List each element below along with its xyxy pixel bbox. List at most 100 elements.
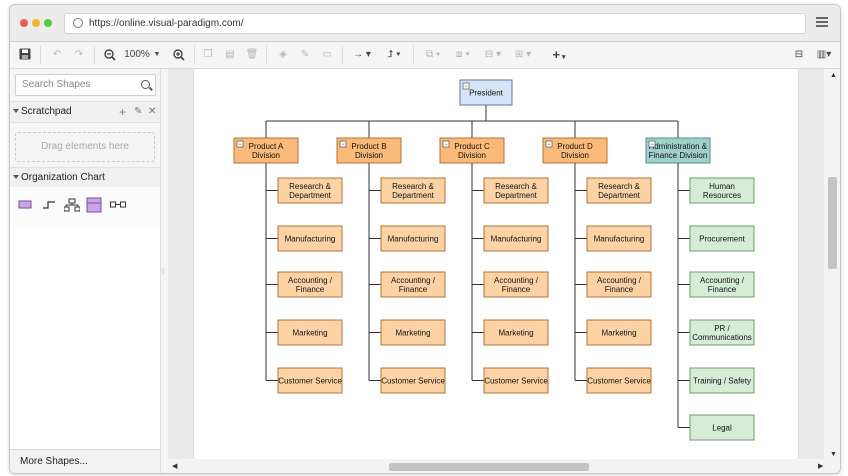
- shape-sidebar: Search Shapes Scratchpad + ✎ ✕ Drag elem…: [10, 69, 161, 473]
- hamburger-menu-icon[interactable]: [816, 17, 828, 27]
- org-horizontal-link-icon[interactable]: [110, 199, 126, 211]
- org-unit-shape-icon[interactable]: [18, 199, 32, 211]
- redo-icon[interactable]: ↷: [74, 49, 84, 60]
- department-box-label: Marketing: [601, 329, 636, 338]
- department-box[interactable]: Accounting /Finance: [689, 271, 755, 298]
- department-box-label: Resources: [703, 191, 741, 200]
- department-box[interactable]: Research &Department: [483, 177, 549, 204]
- president-box[interactable]: President−: [459, 79, 513, 106]
- department-box[interactable]: Accounting /Finance: [380, 271, 446, 298]
- department-box[interactable]: Manufacturing: [483, 225, 549, 252]
- scroll-up-arrow-icon[interactable]: ▲: [830, 72, 837, 79]
- distribute-icon[interactable]: ⊟ ▾: [484, 49, 502, 60]
- department-box[interactable]: Accounting /Finance: [483, 271, 549, 298]
- close-window-button[interactable]: [20, 19, 28, 27]
- scroll-down-arrow-icon[interactable]: ▼: [830, 451, 837, 458]
- department-box[interactable]: Research &Department: [380, 177, 446, 204]
- arrange-icon[interactable]: ⧈ ▾: [455, 49, 471, 60]
- department-box[interactable]: Training / Safety: [689, 367, 755, 394]
- edit-pencil-icon[interactable]: ✎: [134, 106, 143, 117]
- department-box[interactable]: PR /Communications: [689, 319, 755, 346]
- department-box[interactable]: Customer Service: [483, 367, 549, 394]
- org-department-shape-icon[interactable]: [86, 197, 102, 213]
- org-tree-shape-icon[interactable]: [64, 198, 80, 212]
- copy-icon[interactable]: ❐: [203, 49, 213, 60]
- department-box-label: Manufacturing: [491, 235, 542, 244]
- vertical-scrollbar-thumb[interactable]: [828, 177, 837, 269]
- department-box[interactable]: Manufacturing: [277, 225, 343, 252]
- department-box[interactable]: Procurement: [689, 225, 755, 252]
- department-box[interactable]: Research &Department: [586, 177, 652, 204]
- department-box[interactable]: Customer Service: [277, 367, 343, 394]
- department-box-label: Research &: [598, 182, 640, 191]
- division-box[interactable]: Administration &Finance Division−: [645, 137, 711, 164]
- shadow-icon[interactable]: ▭: [322, 49, 332, 60]
- address-bar[interactable]: https://online.visual-paradigm.com/: [64, 13, 806, 34]
- collapse-toggle-glyph: −: [464, 84, 468, 90]
- undo-icon[interactable]: ↶: [52, 49, 62, 60]
- fill-color-icon[interactable]: ◈: [279, 49, 287, 60]
- group-icon[interactable]: ⊞ ▾: [514, 49, 532, 60]
- paste-icon[interactable]: ▤: [225, 49, 235, 60]
- department-box[interactable]: Marketing: [483, 319, 549, 346]
- department-box[interactable]: Research &Department: [277, 177, 343, 204]
- collapse-toggle-icon[interactable]: [462, 82, 470, 90]
- zoom-level[interactable]: 100%: [124, 49, 150, 60]
- department-box[interactable]: Marketing: [380, 319, 446, 346]
- save-icon[interactable]: [19, 48, 31, 60]
- collapse-toggle-glyph: −: [238, 142, 242, 148]
- scroll-right-arrow-icon[interactable]: ▶: [818, 463, 824, 470]
- collapse-toggle-icon[interactable]: [339, 140, 347, 148]
- department-box[interactable]: Customer Service: [586, 367, 652, 394]
- department-box[interactable]: Manufacturing: [380, 225, 446, 252]
- delete-icon[interactable]: 🗑: [245, 49, 259, 60]
- sidebar-resize-handle[interactable]: ⁞: [162, 267, 165, 276]
- zoom-out-icon[interactable]: [104, 49, 116, 61]
- line-color-icon[interactable]: ✎: [300, 49, 310, 60]
- department-box[interactable]: Marketing: [277, 319, 343, 346]
- organization-chart-header[interactable]: Organization Chart: [10, 167, 160, 189]
- scratchpad-header[interactable]: Scratchpad + ✎ ✕: [10, 101, 160, 123]
- department-box[interactable]: Legal: [689, 414, 755, 441]
- maximize-window-button[interactable]: [44, 19, 52, 27]
- department-box[interactable]: Accounting /Finance: [586, 271, 652, 298]
- horizontal-scrollbar-thumb[interactable]: [389, 463, 589, 471]
- minimize-window-button[interactable]: [32, 19, 40, 27]
- organization-chart-title: Organization Chart: [21, 172, 105, 183]
- org-connector-shape-icon[interactable]: [42, 199, 56, 211]
- department-box[interactable]: Manufacturing: [586, 225, 652, 252]
- department-box[interactable]: Customer Service: [380, 367, 446, 394]
- search-icon[interactable]: [141, 80, 150, 89]
- close-icon[interactable]: ✕: [148, 106, 157, 117]
- connector-style-icon[interactable]: → ▾: [353, 49, 371, 60]
- layout-panel-icon[interactable]: ▥▾: [816, 49, 832, 60]
- department-box[interactable]: Accounting /Finance: [277, 271, 343, 298]
- collapse-toggle-icon[interactable]: [236, 140, 244, 148]
- department-box-label: Finance: [502, 285, 531, 294]
- zoom-in-icon[interactable]: [173, 49, 185, 61]
- scratchpad-drop-area[interactable]: Drag elements here: [15, 132, 155, 162]
- scratchpad-title: Scratchpad: [21, 106, 72, 117]
- more-shapes-button[interactable]: More Shapes...: [10, 449, 160, 473]
- align-icon[interactable]: ⧉ ▾: [425, 49, 441, 60]
- zoom-dropdown-chevron-icon[interactable]: ▼: [153, 51, 161, 58]
- format-panel-icon[interactable]: ⊟: [794, 49, 804, 60]
- department-box[interactable]: Marketing: [586, 319, 652, 346]
- collapse-toggle-icon[interactable]: [648, 140, 656, 148]
- add-icon[interactable]: +: [119, 105, 127, 119]
- collapse-toggle-icon[interactable]: [545, 140, 553, 148]
- scroll-left-arrow-icon[interactable]: ◀: [172, 463, 178, 470]
- insert-plus-icon[interactable]: + ▾: [552, 47, 566, 62]
- address-bar-url: https://online.visual-paradigm.com/: [89, 18, 244, 29]
- collapse-toggle-icon[interactable]: [442, 140, 450, 148]
- editor-toolbar: ↶ ↷ 100% ▼ ❐ ▤ 🗑 ◈ ✎ ▭ → ▾ ⮥ ▾ ⧉ ▾ ⧈ ▾ ⊟…: [10, 42, 840, 69]
- search-input[interactable]: Search Shapes: [15, 74, 156, 96]
- waypoint-style-icon[interactable]: ⮥ ▾: [387, 49, 401, 60]
- division-box-label: Product C: [454, 142, 490, 151]
